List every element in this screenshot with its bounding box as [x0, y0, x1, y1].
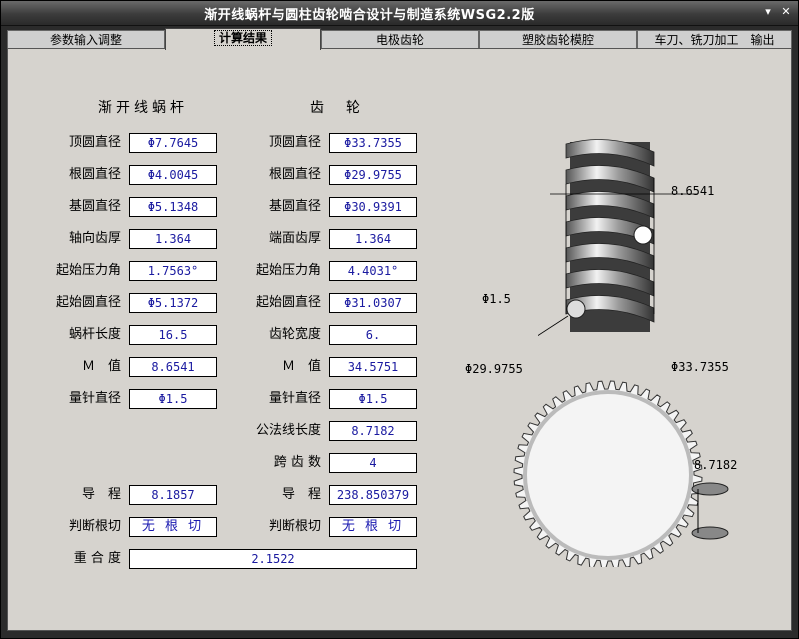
worm-start-pressure-angle-field[interactable]: 1.7563° [129, 261, 217, 281]
gear-label: 基圆直径 [268, 199, 321, 214]
title-bar: 渐开线蜗杆与圆柱齿轮啮合设计与制造系统WSG2.2版 ▾ ✕ [1, 1, 798, 26]
gear-outline [513, 380, 703, 567]
results-panel: 渐开线蜗杆 齿 轮 顶圆直径 Φ7.7645 根圆直径 Φ4.0045 基圆直径… [7, 48, 792, 631]
gear-tip-diameter-field[interactable]: Φ33.7355 [329, 133, 417, 153]
overlap-ratio-label: 重 合 度 [73, 551, 121, 566]
tab-bar: 参数输入调整 计算结果 电极齿轮 塑胶齿轮模腔 车刀、铣刀加工 输出 [7, 28, 792, 50]
gear-illustration [513, 380, 729, 567]
gear-label: 起始圆直径 [255, 295, 321, 310]
measuring-anvil [691, 482, 729, 496]
tab-electrode-gear[interactable]: 电极齿轮 [321, 30, 479, 48]
gear-common-normal-length-field[interactable]: 8.7182 [329, 421, 417, 441]
worm-undercut-field[interactable]: 无 根 切 [129, 517, 217, 537]
worm-label: 量针直径 [68, 391, 121, 406]
worm-pin-diameter-field[interactable]: Φ1.5 [129, 389, 217, 409]
lead-label: 导 程 [81, 487, 121, 502]
worm-base-diameter-field[interactable]: Φ5.1348 [129, 197, 217, 217]
tab-label: 塑胶齿轮模腔 [521, 33, 594, 47]
gear-start-pressure-angle-field[interactable]: 4.4031° [329, 261, 417, 281]
gear-span-annotation: 8.7182 [694, 458, 738, 472]
worm-lead-field[interactable]: 8.1857 [129, 485, 217, 505]
worm-pin-annotation: Φ1.5 [482, 292, 511, 306]
gear-m-value-field[interactable]: 34.5751 [329, 357, 417, 377]
tab-calculation-results[interactable]: 计算结果 [165, 28, 321, 50]
worm-illustration [538, 139, 698, 336]
tab-tool-machining-output[interactable]: 车刀、铣刀加工 输出 [637, 30, 792, 48]
gear-label: 量针直径 [268, 391, 321, 406]
lead-label: 导 程 [281, 487, 321, 502]
gear-root-annotation: Φ29.9755 [465, 362, 523, 376]
gear-header: 齿 轮 [310, 100, 364, 116]
worm-m-value-field[interactable]: 8.6541 [129, 357, 217, 377]
tab-plastic-gear-cavity[interactable]: 塑胶齿轮模腔 [479, 30, 637, 48]
gear-label: 根圆直径 [268, 167, 321, 182]
worm-label: Ｍ 值 [81, 359, 121, 374]
worm-label: 起始压力角 [55, 263, 121, 278]
worm-label: 顶圆直径 [68, 135, 121, 150]
gear-label: 起始压力角 [255, 263, 321, 278]
worm-label: 起始圆直径 [55, 295, 121, 310]
tab-label: 参数输入调整 [49, 33, 122, 47]
gear-transverse-thickness-field[interactable]: 1.364 [329, 229, 417, 249]
gear-lead-field[interactable]: 238.850379 [329, 485, 417, 505]
gear-base-diameter-field[interactable]: Φ30.9391 [329, 197, 417, 217]
tab-label: 计算结果 [213, 30, 272, 46]
worm-label: 轴向齿厚 [68, 231, 121, 246]
gear-inner-shade [523, 390, 693, 560]
minimize-button[interactable]: ▾ [765, 5, 771, 18]
worm-m-annotation: 8.6541 [671, 184, 715, 198]
close-button[interactable]: ✕ [781, 5, 791, 18]
measuring-anvil [691, 526, 729, 540]
worm-axial-thickness-field[interactable]: 1.364 [129, 229, 217, 249]
worm-tip-diameter-field[interactable]: Φ7.7645 [129, 133, 217, 153]
gear-width-field[interactable]: 6. [329, 325, 417, 345]
gear-label: 跨 齿 数 [273, 455, 321, 470]
gear-label: 顶圆直径 [268, 135, 321, 150]
worm-length-field[interactable]: 16.5 [129, 325, 217, 345]
undercut-label: 判断根切 [268, 519, 321, 534]
tab-parameter-input[interactable]: 参数输入调整 [7, 30, 165, 48]
worm-root-diameter-field[interactable]: Φ4.0045 [129, 165, 217, 185]
overlap-ratio-field[interactable]: 2.1522 [129, 549, 417, 569]
gear-tip-annotation: Φ33.7355 [671, 360, 729, 374]
tab-label: 电极齿轮 [375, 33, 424, 47]
worm-label: 蜗杆长度 [68, 327, 121, 342]
gear-label: Ｍ 值 [281, 359, 321, 374]
gear-start-circle-diameter-field[interactable]: Φ31.0307 [329, 293, 417, 313]
undercut-label: 判断根切 [68, 519, 121, 534]
window-title: 渐开线蜗杆与圆柱齿轮啮合设计与制造系统WSG2.2版 [204, 8, 535, 23]
gear-label: 端面齿厚 [268, 231, 321, 246]
worm-start-circle-diameter-field[interactable]: Φ5.1372 [129, 293, 217, 313]
gear-root-diameter-field[interactable]: Φ29.9755 [329, 165, 417, 185]
worm-label: 基圆直径 [68, 199, 121, 214]
worm-label: 根圆直径 [68, 167, 121, 182]
gear-label: 公法线长度 [255, 423, 321, 438]
gear-label: 齿轮宽度 [268, 327, 321, 342]
gear-span-teeth-field[interactable]: 4 [329, 453, 417, 473]
tab-label: 车刀、铣刀加工 输出 [654, 33, 775, 47]
worm-header: 渐开线蜗杆 [98, 100, 188, 116]
gear-undercut-field[interactable]: 无 根 切 [329, 517, 417, 537]
gear-pin-diameter-field[interactable]: Φ1.5 [329, 389, 417, 409]
